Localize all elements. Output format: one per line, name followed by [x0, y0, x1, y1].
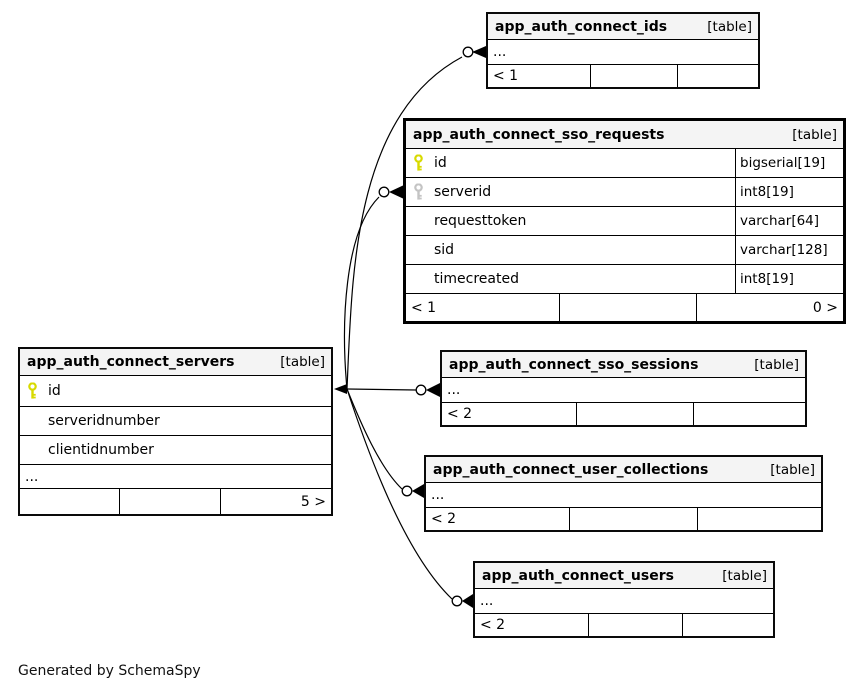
- footer-cell: < 2: [480, 617, 506, 633]
- edge-crowfoot: [462, 594, 473, 608]
- column-type: varchar[64]: [735, 207, 843, 235]
- table-tag: [table]: [280, 354, 325, 370]
- footer-cell: [119, 489, 220, 514]
- table-header[interactable]: app_auth_connect_user_collections [table…: [426, 457, 821, 482]
- footer-cell: 5 >: [220, 489, 331, 514]
- footer-cell: [682, 614, 773, 636]
- footer-cell: < 2: [447, 406, 473, 422]
- column-name: id: [48, 383, 61, 399]
- edge-odot: [415, 384, 427, 396]
- column-name: requesttoken: [434, 213, 527, 229]
- footer-cell: 0 >: [696, 294, 843, 321]
- edge-crowfoot: [426, 383, 440, 397]
- foreign-key-icon: [414, 183, 423, 200]
- table-tag: [table]: [792, 126, 837, 143]
- footer-cell: [590, 65, 677, 87]
- column-type: int8[19]: [735, 178, 843, 206]
- table-name: app_auth_connect_users: [482, 567, 674, 584]
- column-name: id: [434, 155, 447, 171]
- generator-note: Generated by SchemaSpy: [18, 663, 201, 679]
- table-tag: [table]: [770, 461, 815, 478]
- edge-servers-to-sso-sessions: [346, 388, 417, 391]
- table-footer: 5 >: [20, 488, 331, 514]
- table-row: serveridnumber: [20, 406, 331, 435]
- table-header[interactable]: app_auth_connect_servers [table]: [20, 349, 331, 375]
- footer-cell: [697, 508, 821, 530]
- column-type: int8[19]: [735, 265, 843, 293]
- column-type: bigserial[19]: [735, 149, 843, 177]
- table-name: app_auth_connect_sso_sessions: [449, 356, 699, 373]
- table-name: app_auth_connect_servers: [27, 354, 235, 370]
- edge-odot: [401, 485, 413, 497]
- table-name: app_auth_connect_ids: [495, 18, 668, 35]
- table-node-app-auth-connect-servers: app_auth_connect_servers [table] id serv…: [18, 347, 333, 516]
- table-node-app-auth-connect-sso-sessions: app_auth_connect_sso_sessions [table] ..…: [440, 350, 807, 427]
- table-row-ellipsis: ...: [442, 377, 805, 402]
- table-footer: < 1: [488, 64, 758, 87]
- footer-cell: < 2: [431, 511, 457, 527]
- table-header[interactable]: app_auth_connect_sso_sessions [table]: [442, 352, 805, 377]
- edge-odot: [451, 595, 463, 607]
- table-node-app-auth-connect-users: app_auth_connect_users [table] ... < 2: [473, 561, 775, 638]
- table-row-ellipsis: ...: [20, 464, 331, 488]
- table-footer: < 2: [475, 613, 773, 636]
- footer-cell: < 1: [493, 68, 519, 84]
- edge-servers-to-user-collections: [346, 388, 403, 490]
- table-tag: [table]: [722, 567, 767, 584]
- table-row: requesttoken varchar[64]: [406, 206, 843, 235]
- edge-crowfoot: [472, 46, 486, 58]
- column-name: sid: [434, 242, 455, 258]
- table-name: app_auth_connect_sso_requests: [413, 126, 665, 143]
- table-node-app-auth-connect-user-collections: app_auth_connect_user_collections [table…: [424, 455, 823, 532]
- edge-crowfoot: [412, 484, 424, 498]
- primary-key-icon: [414, 154, 423, 171]
- footer-cell: [20, 489, 119, 514]
- edge-odot: [378, 186, 390, 198]
- table-row: id bigserial[19]: [406, 148, 843, 177]
- table-row-ellipsis: ...: [488, 39, 758, 64]
- footer-cell: [588, 614, 682, 636]
- table-tag: [table]: [707, 18, 752, 35]
- table-node-app-auth-connect-ids: app_auth_connect_ids [table] ... < 1: [486, 12, 760, 89]
- table-row: sid varchar[128]: [406, 235, 843, 264]
- table-row: serverid int8[19]: [406, 177, 843, 206]
- edge-odot: [462, 46, 474, 58]
- table-row: timecreated int8[19]: [406, 264, 843, 293]
- column-name: serverid: [434, 184, 492, 200]
- column-type: varchar[128]: [735, 236, 843, 264]
- table-row: id: [20, 375, 331, 406]
- column-name: timecreated: [434, 271, 519, 287]
- edge-arrowhead: [334, 384, 347, 394]
- edge-servers-to-sso-requests: [343, 196, 380, 390]
- table-header[interactable]: app_auth_connect_users [table]: [475, 563, 773, 588]
- table-row-ellipsis: ...: [475, 588, 773, 613]
- table-footer: < 1 0 >: [406, 293, 843, 321]
- column-name: serveridnumber: [48, 413, 160, 429]
- table-tag: [table]: [754, 356, 799, 373]
- footer-cell: [569, 508, 697, 530]
- table-row-ellipsis: ...: [426, 482, 821, 507]
- edge-crowfoot: [389, 185, 404, 199]
- primary-key-icon: [28, 382, 37, 399]
- table-header[interactable]: app_auth_connect_ids [table]: [488, 14, 758, 39]
- table-row: clientidnumber: [20, 435, 331, 464]
- table-header[interactable]: app_auth_connect_sso_requests [table]: [406, 121, 843, 148]
- table-footer: < 2: [442, 402, 805, 425]
- table-name: app_auth_connect_user_collections: [433, 461, 709, 478]
- footer-cell: [677, 65, 758, 87]
- footer-cell: [559, 294, 696, 321]
- footer-cell: [693, 403, 805, 425]
- table-node-app-auth-connect-sso-requests: app_auth_connect_sso_requests [table] id…: [403, 118, 846, 324]
- column-name: clientidnumber: [48, 442, 154, 458]
- table-footer: < 2: [426, 507, 821, 530]
- footer-cell: < 1: [411, 299, 437, 316]
- footer-cell: [576, 403, 693, 425]
